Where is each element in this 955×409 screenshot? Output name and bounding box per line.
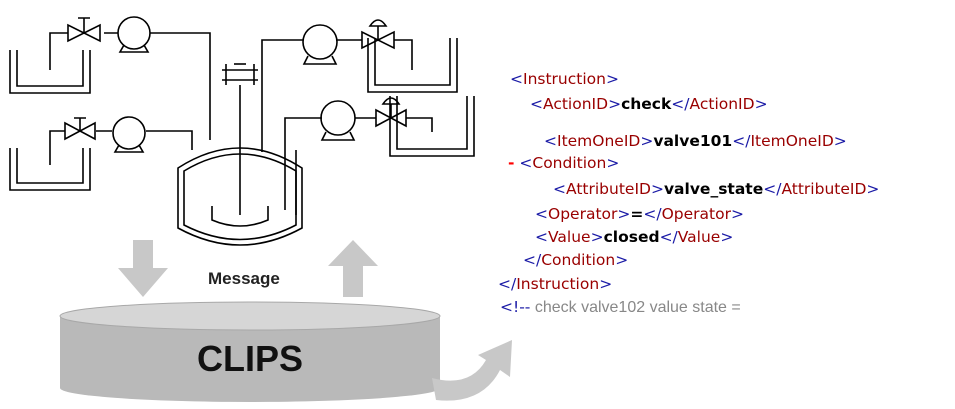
tank-right-middle xyxy=(389,96,475,157)
valve-right-middle-icon xyxy=(375,97,407,128)
tank-left-bottom xyxy=(9,148,91,191)
xml-line-action: <ActionID>check</ActionID> xyxy=(530,95,768,113)
tank-left-top xyxy=(9,50,91,94)
xml-line-comment: <!-- check valve102 value state = xyxy=(500,298,741,316)
pipe-left-top xyxy=(49,32,211,140)
pump-left-top-icon xyxy=(117,16,151,53)
xml-line-operator: <Operator>=</Operator> xyxy=(535,205,744,223)
tank-right-top xyxy=(367,38,458,93)
xml-line-condition-open: - <Condition> xyxy=(508,154,620,172)
xml-line-item: <ItemOneID>valve101</ItemOneID> xyxy=(544,132,847,150)
curved-arrow xyxy=(432,340,512,401)
pipe-right-middle xyxy=(284,117,433,210)
xml-line-instruction-open: <Instruction> xyxy=(510,70,619,88)
pipe-right-top xyxy=(261,39,413,152)
xml-line-attribute: <AttributeID>valve_state</AttributeID> xyxy=(553,180,880,198)
arrow-down xyxy=(118,240,168,297)
xml-line-condition-close: </Condition> xyxy=(523,251,629,269)
collapse-toggle[interactable]: - xyxy=(508,154,515,172)
xml-line-instruction-close: </Instruction> xyxy=(498,275,613,293)
valve-right-top-icon xyxy=(361,19,395,50)
pump-right-middle-icon xyxy=(320,100,356,141)
valve-left-bottom-icon xyxy=(64,117,96,141)
message-label: Message xyxy=(208,269,280,288)
arrow-up xyxy=(328,240,378,297)
valve-left-top-icon xyxy=(67,17,101,43)
pipe-left-bottom xyxy=(49,130,193,165)
clips-label: CLIPS xyxy=(196,338,303,379)
xml-line-value: <Value>closed</Value> xyxy=(535,228,734,246)
reactor-vessel xyxy=(177,147,303,246)
clips-database-cylinder xyxy=(59,301,441,402)
pump-left-bottom-icon xyxy=(112,116,146,153)
pump-right-top-icon xyxy=(302,24,338,65)
agitator-icon xyxy=(222,63,258,215)
